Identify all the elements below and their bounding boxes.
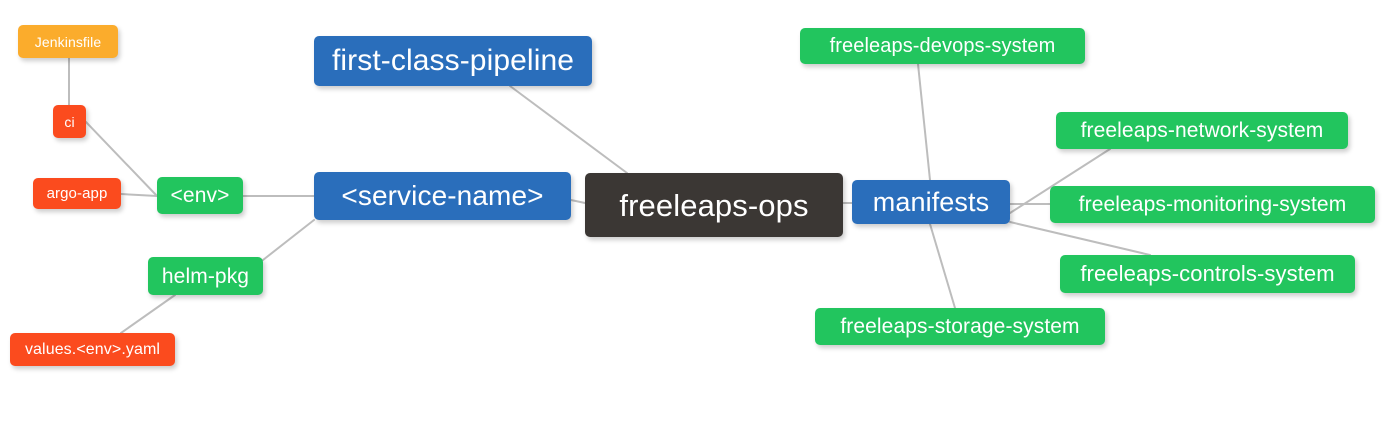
edge-service-name-to-freeleaps-ops: [570, 199, 586, 204]
mindmap-node-label: freeleaps-monitoring-system: [1078, 193, 1347, 216]
edge-helm-pkg-to-values-env-yaml: [120, 294, 176, 334]
mindmap-node-label: <env>: [170, 184, 230, 207]
mindmap-node-helm-pkg[interactable]: helm-pkg: [148, 257, 263, 295]
mindmap-node-env[interactable]: <env>: [157, 177, 243, 214]
edge-manifests-to-freeleaps-storage-system: [929, 223, 956, 309]
mindmap-node-first-class-pipeline[interactable]: first-class-pipeline: [314, 36, 592, 86]
mindmap-node-label: freeleaps-network-system: [1080, 119, 1324, 142]
mindmap-node-freeleaps-devops-system[interactable]: freeleaps-devops-system: [800, 28, 1085, 64]
mindmap-node-freeleaps-storage-system[interactable]: freeleaps-storage-system: [815, 308, 1105, 345]
mindmap-node-label: <service-name>: [341, 180, 544, 211]
mindmap-node-argo-app[interactable]: argo-app: [33, 178, 121, 209]
mindmap-node-label: manifests: [872, 186, 990, 217]
mindmap-node-manifests[interactable]: manifests: [852, 180, 1010, 224]
edge-manifests-to-freeleaps-controls-system: [1009, 221, 1151, 256]
mindmap-node-label: ci: [64, 113, 75, 130]
mindmap-node-label: helm-pkg: [161, 264, 250, 288]
mindmap-node-values-env-yaml[interactable]: values.<env>.yaml: [10, 333, 175, 366]
mindmap-node-service-name[interactable]: <service-name>: [314, 172, 571, 220]
mindmap-node-label: values.<env>.yaml: [24, 340, 161, 358]
edge-manifests-to-freeleaps-devops-system: [917, 63, 931, 181]
edge-first-class-pipeline-to-freeleaps-ops: [509, 85, 628, 174]
mindmap-node-ci[interactable]: ci: [53, 105, 86, 138]
mindmap-node-freeleaps-monitoring-system[interactable]: freeleaps-monitoring-system: [1050, 186, 1375, 223]
mindmap-node-freeleaps-network-system[interactable]: freeleaps-network-system: [1056, 112, 1348, 149]
edge-argo-app-to-env: [120, 193, 158, 197]
mindmap-node-freeleaps-ops[interactable]: freeleaps-ops: [585, 173, 843, 237]
mindmap-node-label: freeleaps-devops-system: [829, 35, 1056, 57]
mindmap-node-label: freeleaps-ops: [619, 187, 809, 223]
mindmap-node-label: freeleaps-controls-system: [1080, 261, 1335, 286]
mindmap-node-label: Jenkinsfile: [34, 33, 102, 50]
mindmap-node-jenkinsfile[interactable]: Jenkinsfile: [18, 25, 118, 58]
mindmap-node-label: argo-app: [46, 185, 108, 202]
mindmap-node-label: freeleaps-storage-system: [840, 315, 1080, 338]
mindmap-node-label: first-class-pipeline: [331, 44, 575, 77]
edge-service-name-to-helm-pkg: [262, 219, 315, 261]
mindmap-node-freeleaps-controls-system[interactable]: freeleaps-controls-system: [1060, 255, 1355, 293]
